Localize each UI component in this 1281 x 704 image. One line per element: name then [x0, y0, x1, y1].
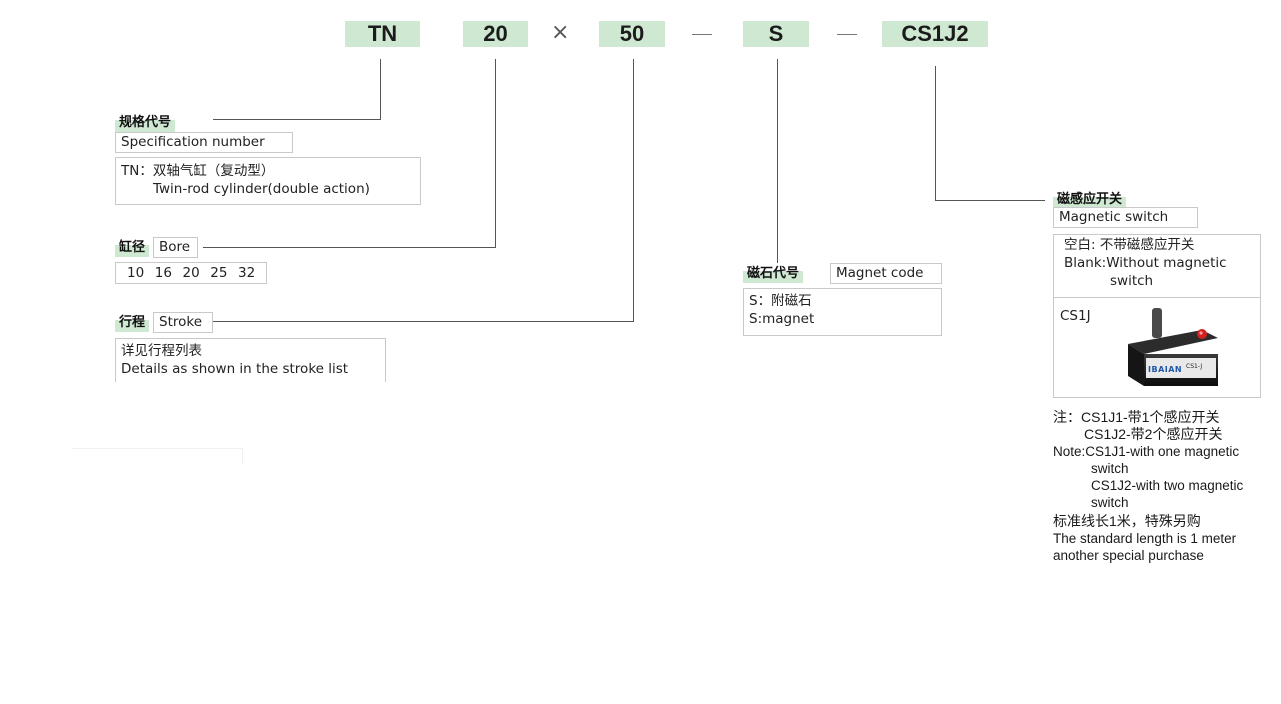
code-series-tn: TN [345, 21, 420, 47]
stroke-heading: 行程 [115, 313, 150, 332]
switch-heading: 磁感应开关 [1053, 190, 1127, 209]
leader-switch-vertical [935, 66, 936, 200]
note-line-4: switch [1091, 461, 1129, 476]
leader-bore-vertical [495, 59, 496, 247]
spec-heading: 规格代号 [115, 113, 176, 132]
stroke-line-2: Details as shown in the stroke list [121, 361, 349, 377]
note-line-6: switch [1091, 495, 1129, 510]
bore-values: 10 16 20 25 32 [115, 262, 267, 284]
leader-bore-horizontal [203, 247, 496, 248]
switch-blank-cn: 空白: 不带磁感应开关 [1064, 237, 1195, 253]
bore-heading: 缸径 [115, 238, 150, 257]
leader-spec-horizontal [213, 119, 381, 120]
leader-spec-vertical [380, 59, 381, 119]
switch-notes: 注：CS1J1-带1个感应开关 CS1J2-带2个感应开关 Note:CS1J1… [1053, 409, 1243, 564]
dash-separator-2 [837, 34, 857, 35]
magnet-line-1: S：附磁石 [749, 293, 812, 309]
times-sign: × [551, 20, 570, 45]
magnetic-switch-device-icon [1128, 308, 1218, 386]
leader-magnet-vertical [777, 59, 778, 263]
spec-label: Specification number [115, 132, 293, 153]
code-switch-cs1j2: CS1J2 [882, 21, 988, 47]
faint-artifact-line [72, 448, 242, 449]
note-line-9: another special purchase [1053, 548, 1204, 563]
note-line-2: CS1J2-带2个感应开关 [1084, 426, 1223, 442]
note-line-7: 标准线长1米，特殊另购 [1053, 513, 1201, 529]
switch-blank-box: 空白: 不带磁感应开关 Blank:Without magnetic switc… [1053, 234, 1261, 298]
spec-description-box: TN：双轴气缸（复动型） Twin-rod cylinder(double ac… [115, 157, 421, 205]
bore-label: Bore [153, 237, 198, 258]
device-brand-text: IBAIAN [1148, 365, 1183, 374]
stroke-line-1: 详见行程列表 [121, 343, 202, 359]
dash-separator-1 [692, 34, 712, 35]
device-model-text: CS1-J [1186, 363, 1203, 370]
magnet-heading: 磁石代号 [743, 264, 804, 283]
switch-cs1j-label: CS1J [1060, 308, 1091, 324]
switch-cs1j-box: CS1J IBAIAN CS1-J [1053, 297, 1261, 398]
spec-line-2: Twin-rod cylinder(double action) [153, 181, 370, 197]
switch-blank-en-1: Blank:Without magnetic [1064, 255, 1227, 271]
switch-blank-en-2: switch [1110, 273, 1154, 289]
leader-stroke-horizontal [213, 321, 634, 322]
note-line-1: 注：CS1J1-带1个感应开关 [1053, 409, 1220, 425]
leader-stroke-vertical [633, 59, 634, 321]
code-bore-20: 20 [463, 21, 528, 47]
note-line-8: The standard length is 1 meter [1053, 531, 1237, 546]
stroke-description-box: 详见行程列表 Details as shown in the stroke li… [115, 338, 386, 382]
note-line-3: Note:CS1J1-with one magnetic [1053, 444, 1240, 459]
code-magnet-s: S [743, 21, 809, 47]
magnet-description-box: S：附磁石 S:magnet [743, 288, 942, 336]
faint-artifact-tick [242, 448, 243, 464]
leader-switch-horizontal [935, 200, 1045, 201]
note-line-5: CS1J2-with two magnetic [1091, 478, 1244, 493]
magnet-label: Magnet code [830, 263, 942, 284]
magnet-line-2: S:magnet [749, 311, 815, 327]
code-stroke-50: 50 [599, 21, 665, 47]
switch-label: Magnetic switch [1053, 207, 1198, 228]
stroke-label: Stroke [153, 312, 213, 333]
spec-line-1: TN：双轴气缸（复动型） [121, 163, 275, 179]
